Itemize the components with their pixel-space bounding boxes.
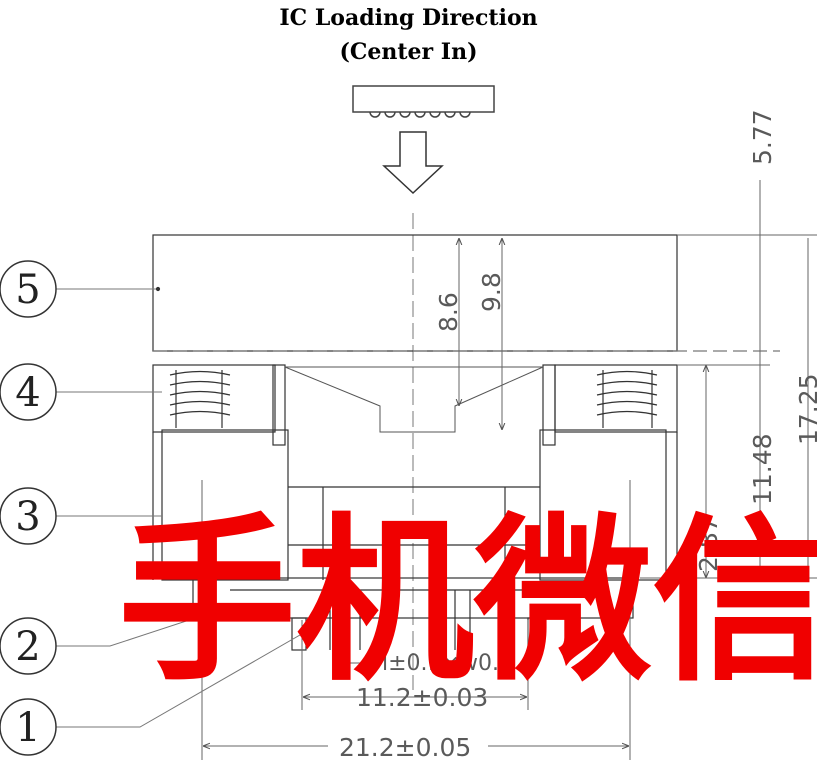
callout-3: 3 xyxy=(0,487,57,545)
dim-11-48: 11.48 xyxy=(748,433,777,505)
watermark-text: 手机微信 xyxy=(118,496,817,705)
callout-2: 2 xyxy=(0,617,57,675)
callout-1: 1 xyxy=(0,698,57,756)
callout-3-label: 3 xyxy=(15,494,40,540)
title-line-2: (Center In) xyxy=(339,39,478,65)
dim-21-2-bg xyxy=(328,733,488,759)
base-body-part-3 xyxy=(152,429,678,581)
callout-4: 4 xyxy=(0,363,57,421)
spring-assembly-right xyxy=(542,364,678,446)
dim-pin: l±0.1×w0.7 xyxy=(382,651,513,676)
contact-plate xyxy=(192,577,634,651)
callout-2-label: 2 xyxy=(15,624,40,670)
callout-4-label: 4 xyxy=(15,370,40,416)
callout-leaders xyxy=(56,288,301,728)
nest-funnel xyxy=(284,366,544,433)
callout-5-label: 5 xyxy=(15,267,40,313)
dim-9-8: 9.8 xyxy=(477,272,506,312)
ic-chip xyxy=(352,85,495,118)
dim-2-87: 2.87 xyxy=(694,516,723,572)
down-arrow-icon xyxy=(382,131,444,195)
dimension-lines xyxy=(201,180,817,760)
lid-part-5 xyxy=(152,234,780,352)
dim-21-2: 21.2±0.05 xyxy=(339,733,471,762)
spring-assembly-left xyxy=(152,364,286,446)
dim-8-6: 8.6 xyxy=(434,292,463,332)
callout-1-label: 1 xyxy=(15,705,40,751)
dim-11-2: 11.2±0.03 xyxy=(356,683,488,712)
dim-5-77: 5.77 xyxy=(748,109,777,165)
title-line-1: IC Loading Direction xyxy=(279,5,538,31)
dim-17-25: 17.25 xyxy=(794,373,817,445)
callout-5: 5 xyxy=(0,260,57,318)
